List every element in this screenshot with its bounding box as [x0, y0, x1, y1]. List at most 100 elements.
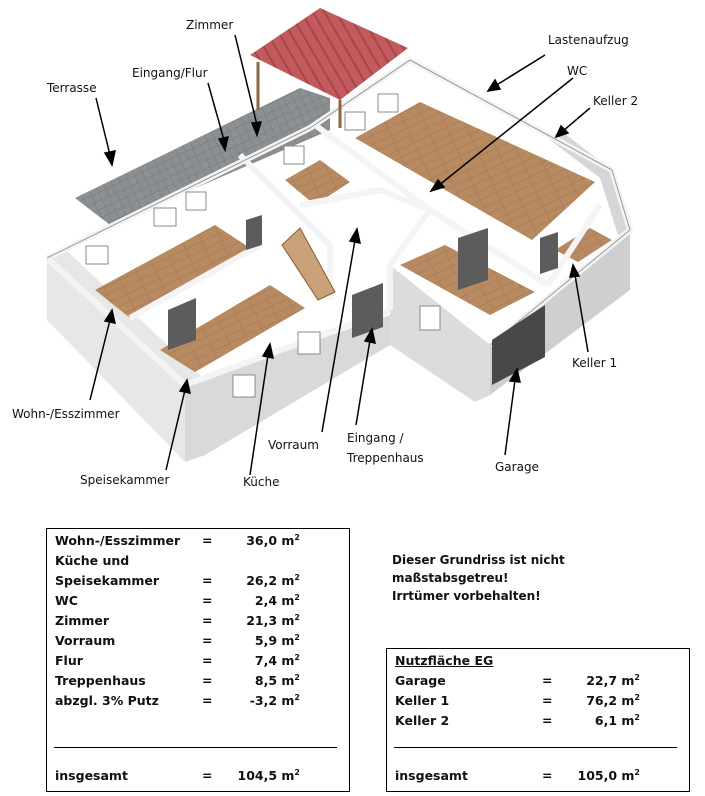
unit-exponent: 2 [294, 693, 300, 702]
label-garage: Garage [495, 460, 539, 474]
row-name: insgesamt [395, 768, 468, 783]
label-keller2: Keller 2 [593, 94, 639, 108]
label-eingang-treppenhaus: Eingang / Treppenhaus [347, 431, 424, 465]
label-wc: WC [567, 64, 588, 78]
floor-wohnzimmer [95, 225, 250, 318]
value-text: 76,2 m [586, 693, 635, 708]
value-text: 36,0 m [246, 533, 295, 548]
note-line-2: maßstabsgetreu! [392, 571, 509, 585]
note-line-3: Irrtümer vorbehalten! [392, 589, 541, 603]
pergola-roof [250, 8, 408, 100]
table-row: Keller 2=6,1 m2 [395, 711, 685, 731]
row-equals: = [202, 673, 213, 688]
row-name: WC [55, 593, 78, 608]
table-row: Speisekammer = 26,2 m2 [55, 571, 345, 591]
row-value: 21,3 m2 [246, 611, 300, 631]
window-6 [377, 93, 399, 113]
label-kueche: Küche [243, 475, 280, 489]
row-name: Garage [395, 673, 446, 688]
table-row: Zimmer = 21,3 m2 [55, 611, 345, 631]
row-name: abzgl. 3% Putz [55, 693, 159, 708]
window-9 [419, 305, 441, 331]
row-equals: = [202, 573, 213, 588]
row-name: Flur [55, 653, 83, 668]
window-7 [232, 374, 256, 398]
row-value: 104,5 m2 [238, 766, 301, 786]
divider [54, 747, 337, 748]
row-value: 5,9 m2 [255, 631, 300, 651]
value-text: 2,4 m [254, 593, 295, 608]
value-text: 5,9 m [254, 633, 295, 648]
label-lastenaufzug: Lastenaufzug [548, 33, 629, 47]
row-value: 2,4 m2 [255, 591, 300, 611]
row-name: Speisekammer [55, 573, 160, 588]
label-speisekammer: Speisekammer [80, 473, 170, 487]
row-equals: = [542, 693, 553, 708]
row-name: Treppenhaus [55, 673, 146, 688]
unit-exponent: 2 [294, 673, 300, 682]
row-equals: = [202, 768, 213, 783]
value-text: 8,5 m [254, 673, 295, 688]
outer-wall-front-left [47, 250, 205, 462]
staircase [281, 227, 336, 301]
window-5 [344, 111, 366, 131]
note-line-1: Dieser Grundriss ist nicht [392, 553, 565, 567]
row-value: 8,5 m2 [255, 671, 300, 691]
row-value: 26,2 m2 [246, 571, 300, 591]
value-text: 21,3 m [246, 613, 295, 628]
unit-exponent: 2 [294, 633, 300, 642]
row-value: -3,2 m2 [250, 691, 300, 711]
table-row: Keller 1 = 76,2 m2 [395, 691, 685, 711]
unit-exponent: 2 [294, 768, 300, 777]
disclaimer-note: Dieser Grundriss ist nicht maßstabsgetre… [392, 551, 565, 605]
right-wall [550, 130, 630, 235]
unit-exponent: 2 [634, 713, 640, 722]
row-equals: = [202, 593, 213, 608]
row-name: Keller 1 [395, 693, 450, 708]
table-row: WC = 2,4 m2 [55, 591, 345, 611]
unit-exponent: 2 [294, 593, 300, 602]
floor-plan-illustration [44, 8, 633, 476]
floor-zimmer [285, 160, 350, 205]
value-text: 22,7 m [586, 673, 635, 688]
garage-wall [390, 265, 490, 402]
row-name: insgesamt [55, 768, 128, 783]
row-equals: = [202, 533, 213, 548]
row-value: 36,0 m2 [246, 531, 300, 551]
unit-exponent: 2 [634, 673, 640, 682]
row-equals: = [542, 768, 553, 783]
floor-kueche [160, 285, 305, 372]
row-equals: = [542, 673, 553, 688]
row-equals: = [202, 693, 213, 708]
door-eingang [352, 283, 383, 338]
table-row: insgesamt=105,0 m2 [395, 766, 685, 786]
door-keller2 [540, 232, 558, 274]
row-equals: = [202, 633, 213, 648]
label-wohn-esszimmer: Wohn-/Esszimmer [12, 407, 120, 421]
unit-exponent: 2 [294, 653, 300, 662]
label-keller1: Keller 1 [572, 356, 618, 370]
table-row: Küche und [55, 551, 345, 571]
label-terrasse: Terrasse [47, 81, 97, 95]
unit-exponent: 2 [634, 693, 640, 702]
table-row: Treppenhaus = 8,5 m2 [55, 671, 345, 691]
nutzflaeche-heading: Nutzfläche EG [395, 653, 494, 668]
table-row: Vorraum = 5,9 m2 [55, 631, 345, 651]
table-row: Wohn-/Esszimmer=36,0 m2 [55, 531, 345, 551]
value-text: 104,5 m [237, 768, 295, 783]
table-row: insgesamt = 104,5 m2 [55, 766, 345, 786]
row-name: Zimmer [55, 613, 110, 628]
row-name: Vorraum [55, 633, 116, 648]
window-4 [283, 145, 305, 165]
value-text: 26,2 m [246, 573, 295, 588]
row-equals: = [202, 653, 213, 668]
row-value: 6,1 m2 [595, 711, 640, 731]
window-1 [85, 245, 109, 265]
value-text: 105,0 m [577, 768, 635, 783]
row-value: 7,4 m2 [255, 651, 300, 671]
window-3 [185, 191, 207, 211]
row-equals: = [202, 613, 213, 628]
row-equals: = [542, 713, 553, 728]
